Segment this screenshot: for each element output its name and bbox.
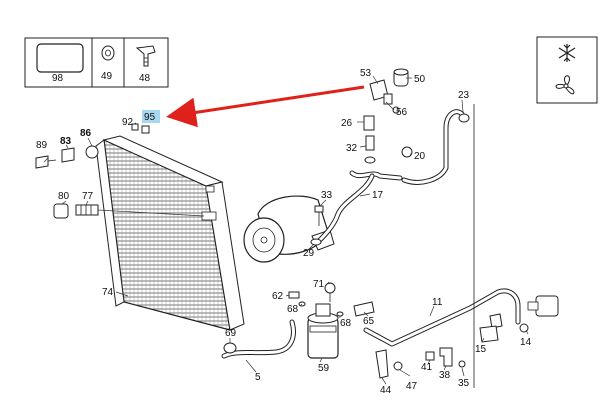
callout-29[interactable]: 29 bbox=[303, 248, 315, 259]
callout-77[interactable]: 77 bbox=[82, 191, 94, 202]
small-parts bbox=[35, 68, 529, 379]
leader-lines bbox=[43, 75, 529, 385]
callout-92[interactable]: 92 bbox=[122, 117, 134, 128]
washer-icon bbox=[101, 45, 115, 61]
fan-icon bbox=[555, 75, 575, 95]
callout-11[interactable]: 11 bbox=[432, 297, 443, 308]
callout-15[interactable]: 15 bbox=[475, 344, 487, 355]
callout-71[interactable]: 71 bbox=[313, 279, 325, 290]
callout-23[interactable]: 23 bbox=[458, 90, 470, 101]
callout-53[interactable]: 53 bbox=[360, 68, 372, 79]
callout-68-left[interactable]: 68 bbox=[287, 304, 299, 315]
condenser-core bbox=[95, 135, 245, 331]
legend-label-49: 49 bbox=[101, 71, 113, 82]
callout-32[interactable]: 32 bbox=[346, 143, 358, 154]
parts-legend-box: 98 49 48 bbox=[24, 37, 169, 88]
svg-text:95: 95 bbox=[144, 112, 156, 123]
callout-56[interactable]: 56 bbox=[396, 107, 408, 118]
callout-labels: 53 50 56 23 26 32 20 92 89 83 86 80 77 3… bbox=[36, 68, 532, 396]
bracket-plate-icon bbox=[36, 43, 84, 73]
highlighted-callout-95[interactable]: 95 bbox=[142, 110, 160, 123]
callout-89[interactable]: 89 bbox=[36, 140, 48, 151]
receiver-drier bbox=[307, 303, 339, 359]
callout-62[interactable]: 62 bbox=[272, 291, 284, 302]
legend-label-98: 98 bbox=[52, 73, 64, 84]
callout-5[interactable]: 5 bbox=[255, 372, 261, 383]
highlight-arrow bbox=[166, 85, 365, 128]
callout-44[interactable]: 44 bbox=[380, 385, 392, 396]
callout-50[interactable]: 50 bbox=[414, 74, 426, 85]
climate-symbol-box bbox=[536, 36, 598, 104]
callout-86[interactable]: 86 bbox=[80, 128, 92, 139]
callout-59[interactable]: 59 bbox=[318, 363, 330, 374]
callout-74[interactable]: 74 bbox=[102, 287, 114, 298]
callout-33[interactable]: 33 bbox=[321, 190, 333, 201]
callout-69[interactable]: 69 bbox=[225, 328, 237, 339]
callout-47[interactable]: 47 bbox=[406, 381, 418, 392]
callout-80[interactable]: 80 bbox=[58, 191, 70, 202]
expansion-valve bbox=[479, 295, 559, 343]
callout-35[interactable]: 35 bbox=[458, 378, 470, 389]
legend-label-48: 48 bbox=[139, 73, 151, 84]
refrigerant-lines bbox=[221, 109, 521, 359]
callout-65[interactable]: 65 bbox=[363, 316, 375, 327]
callout-14[interactable]: 14 bbox=[520, 337, 532, 348]
snowflake-icon bbox=[558, 44, 576, 62]
push-clip-icon bbox=[135, 45, 156, 67]
callout-17[interactable]: 17 bbox=[372, 190, 384, 201]
callout-41[interactable]: 41 bbox=[421, 362, 433, 373]
callout-83[interactable]: 83 bbox=[60, 136, 72, 147]
callout-20[interactable]: 20 bbox=[414, 151, 426, 162]
callout-38[interactable]: 38 bbox=[439, 370, 451, 381]
callout-68-right[interactable]: 68 bbox=[340, 318, 352, 329]
callout-26[interactable]: 26 bbox=[341, 118, 353, 129]
